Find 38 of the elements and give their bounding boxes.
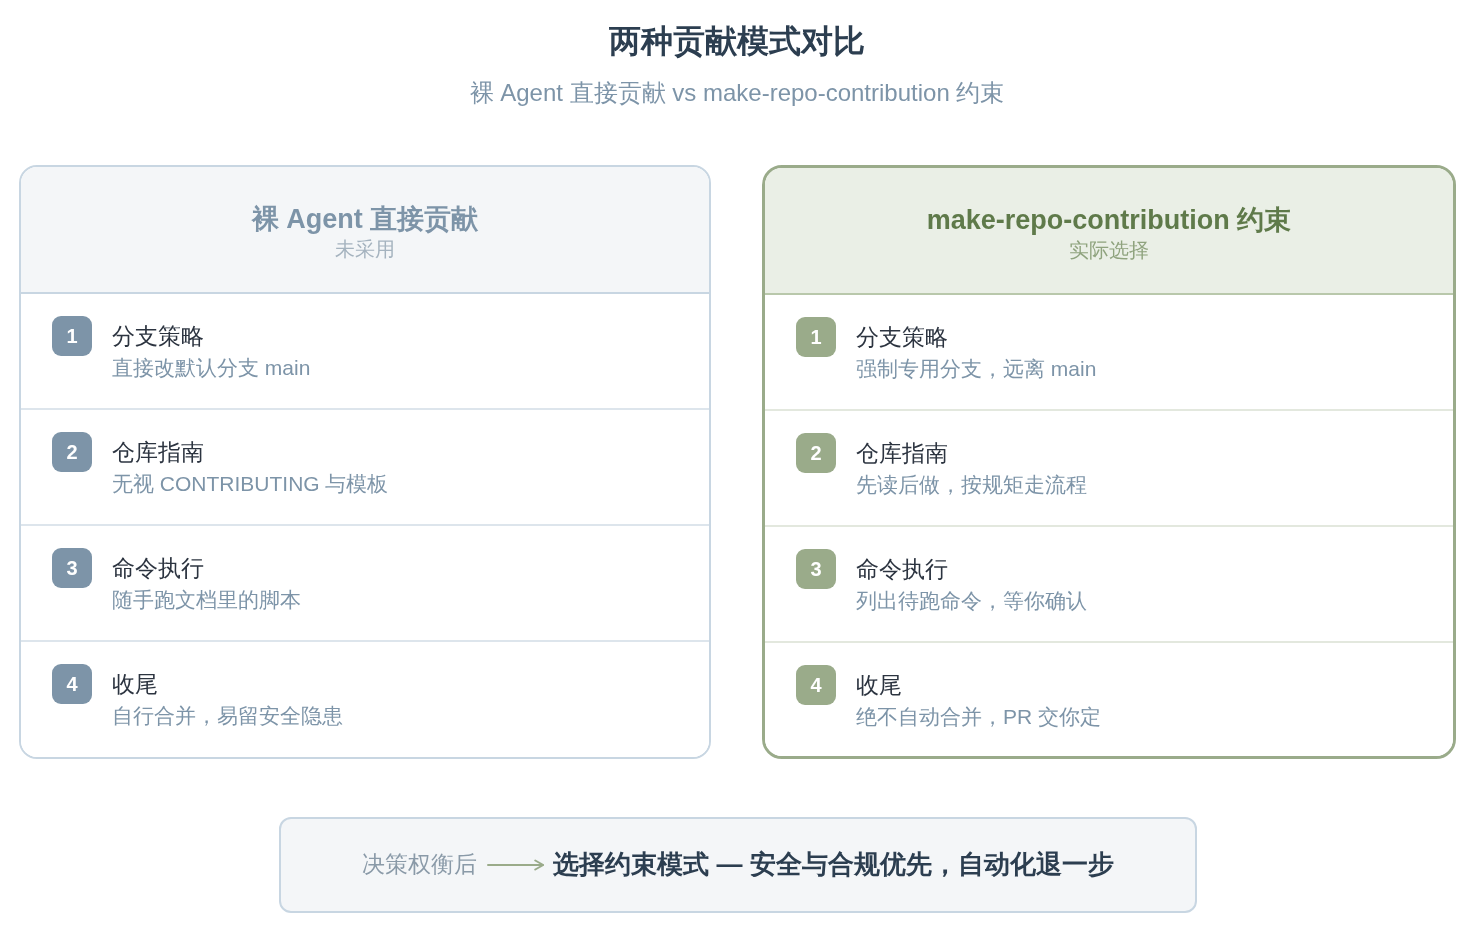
card-subtitle: 未采用 [335, 236, 395, 262]
conclusion-panel [279, 817, 1197, 913]
comparison-card [19, 165, 711, 759]
step-title: 仓库指南 [112, 438, 204, 466]
diagram-subtitle: 裸 Agent 直接贡献 vs make-repo-contribution 约束 [469, 79, 1005, 106]
step-row [765, 641, 1453, 756]
step-number-badge: 1 [796, 317, 836, 357]
step-number-badge: 3 [52, 548, 92, 588]
decision-label: 决策权衡后 [362, 851, 478, 879]
step-description: 直接改默认分支 main [112, 355, 311, 381]
step-description: 随手跑文档里的脚本 [112, 587, 301, 613]
step-description: 列出待跑命令，等你确认 [856, 588, 1087, 614]
step-number-badge: 2 [52, 432, 92, 472]
step-number-badge: 4 [52, 664, 92, 704]
step-number-badge: 2 [796, 433, 836, 473]
step-title: 命令执行 [112, 554, 204, 582]
step-title: 分支策略 [112, 322, 204, 350]
step-number-badge: 1 [52, 316, 92, 356]
step-title: 收尾 [856, 671, 902, 699]
step-description: 无视 CONTRIBUTING 与模板 [112, 471, 389, 497]
step-description: 自行合并，易留安全隐患 [112, 703, 343, 729]
step-description: 绝不自动合并，PR 交你定 [856, 704, 1101, 730]
step-row [21, 640, 709, 757]
conclusion-text: 选择约束模式 — 安全与合规优先，自动化退一步 [553, 849, 1114, 881]
arrow [486, 859, 545, 871]
step-title: 收尾 [112, 670, 158, 698]
step-title: 仓库指南 [856, 439, 948, 467]
card-title: make-repo-contribution 约束 [926, 203, 1292, 237]
card-subtitle: 实际选择 [1069, 237, 1149, 263]
step-title: 分支策略 [856, 323, 948, 351]
step-number-badge: 4 [796, 665, 836, 705]
step-description: 强制专用分支，远离 main [856, 356, 1097, 382]
step-description: 先读后做，按规矩走流程 [856, 472, 1087, 498]
card-title: 裸 Agent 直接贡献 [251, 202, 479, 236]
step-title: 命令执行 [856, 555, 948, 583]
comparison-card [762, 165, 1456, 759]
step-number-badge: 3 [796, 549, 836, 589]
diagram-title: 两种贡献模式对比 [609, 23, 865, 59]
